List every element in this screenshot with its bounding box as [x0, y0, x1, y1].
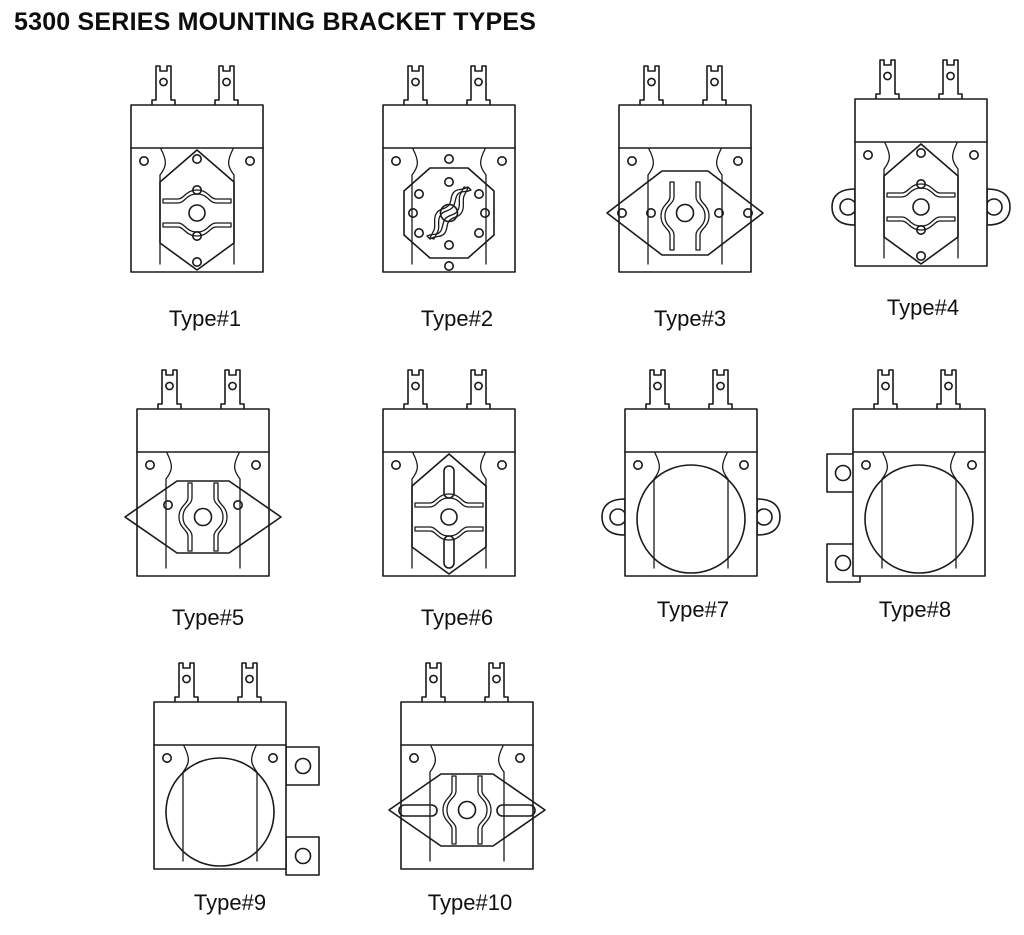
bracket-item-type-5[interactable]: Type#5: [118, 362, 298, 642]
terminal-left-icon: [873, 369, 898, 411]
bracket-drawing-type-2: [382, 65, 516, 273]
bracket-item-type-9[interactable]: Type#9: [135, 655, 325, 935]
side-ear-right-icon: [985, 188, 1011, 226]
terminal-right-icon: [938, 59, 963, 101]
side-ear-left-icon: [601, 498, 627, 536]
page-title: 5300 SERIES MOUNTING BRACKET TYPES: [14, 8, 537, 36]
terminal-left-icon: [403, 369, 428, 411]
terminal-right-icon: [214, 65, 239, 107]
bracket-label-type-3: Type#3: [653, 306, 727, 331]
bracket-drawing-type-9: [153, 662, 320, 876]
terminal-left-icon: [875, 59, 900, 101]
terminal-right-icon: [702, 65, 727, 107]
bracket-item-type-1[interactable]: Type#1: [120, 58, 290, 338]
terminal-left-icon: [151, 65, 176, 107]
terminal-left-icon: [639, 65, 664, 107]
bracket-item-type-3[interactable]: Type#3: [600, 58, 780, 338]
bracket-item-type-2[interactable]: Type#2: [372, 58, 542, 338]
bracket-item-type-7[interactable]: Type#7: [598, 362, 788, 642]
bracket-label-type-7: Type#7: [656, 597, 730, 622]
terminal-left-icon: [157, 369, 182, 411]
bracket-drawing-type-5: [124, 369, 282, 577]
bracket-item-type-10[interactable]: Type#10: [375, 655, 565, 935]
bracket-drawing-type-10: [388, 662, 546, 870]
bracket-label-type-1: Type#1: [168, 306, 242, 331]
bracket-drawing-type-1: [130, 65, 264, 273]
bracket-item-type-6[interactable]: Type#6: [372, 362, 542, 642]
bracket-label-type-5: Type#5: [171, 605, 245, 630]
bracket-label-type-2: Type#2: [420, 306, 494, 331]
bracket-drawing-type-4: [831, 59, 1011, 267]
terminal-right-icon: [220, 369, 245, 411]
side-tab-bottom-right-icon: [285, 836, 320, 876]
side-tab-top-right-icon: [285, 746, 320, 786]
side-ear-right-icon: [755, 498, 781, 536]
terminal-right-icon: [708, 369, 733, 411]
bracket-label-type-9: Type#9: [193, 890, 267, 915]
bracket-label-type-10: Type#10: [427, 890, 513, 915]
bracket-drawing-type-7: [601, 369, 781, 577]
terminal-right-icon: [936, 369, 961, 411]
bracket-drawing-type-3: [606, 65, 764, 273]
bracket-item-type-8[interactable]: Type#8: [820, 362, 1010, 642]
bracket-label-type-4: Type#4: [886, 295, 960, 320]
terminal-right-icon: [466, 369, 491, 411]
bracket-drawing-type-6: [382, 369, 516, 577]
bracket-label-type-8: Type#8: [878, 597, 952, 622]
bracket-drawing-type-8: [826, 369, 986, 583]
terminal-left-icon: [421, 662, 446, 704]
terminal-left-icon: [174, 662, 199, 704]
bracket-label-type-6: Type#6: [420, 605, 494, 630]
side-ear-left-icon: [831, 188, 857, 226]
terminal-right-icon: [237, 662, 262, 704]
terminal-right-icon: [466, 65, 491, 107]
terminal-left-icon: [645, 369, 670, 411]
terminal-left-icon: [403, 65, 428, 107]
bracket-item-type-4[interactable]: Type#4: [828, 52, 1018, 332]
terminal-right-icon: [484, 662, 509, 704]
